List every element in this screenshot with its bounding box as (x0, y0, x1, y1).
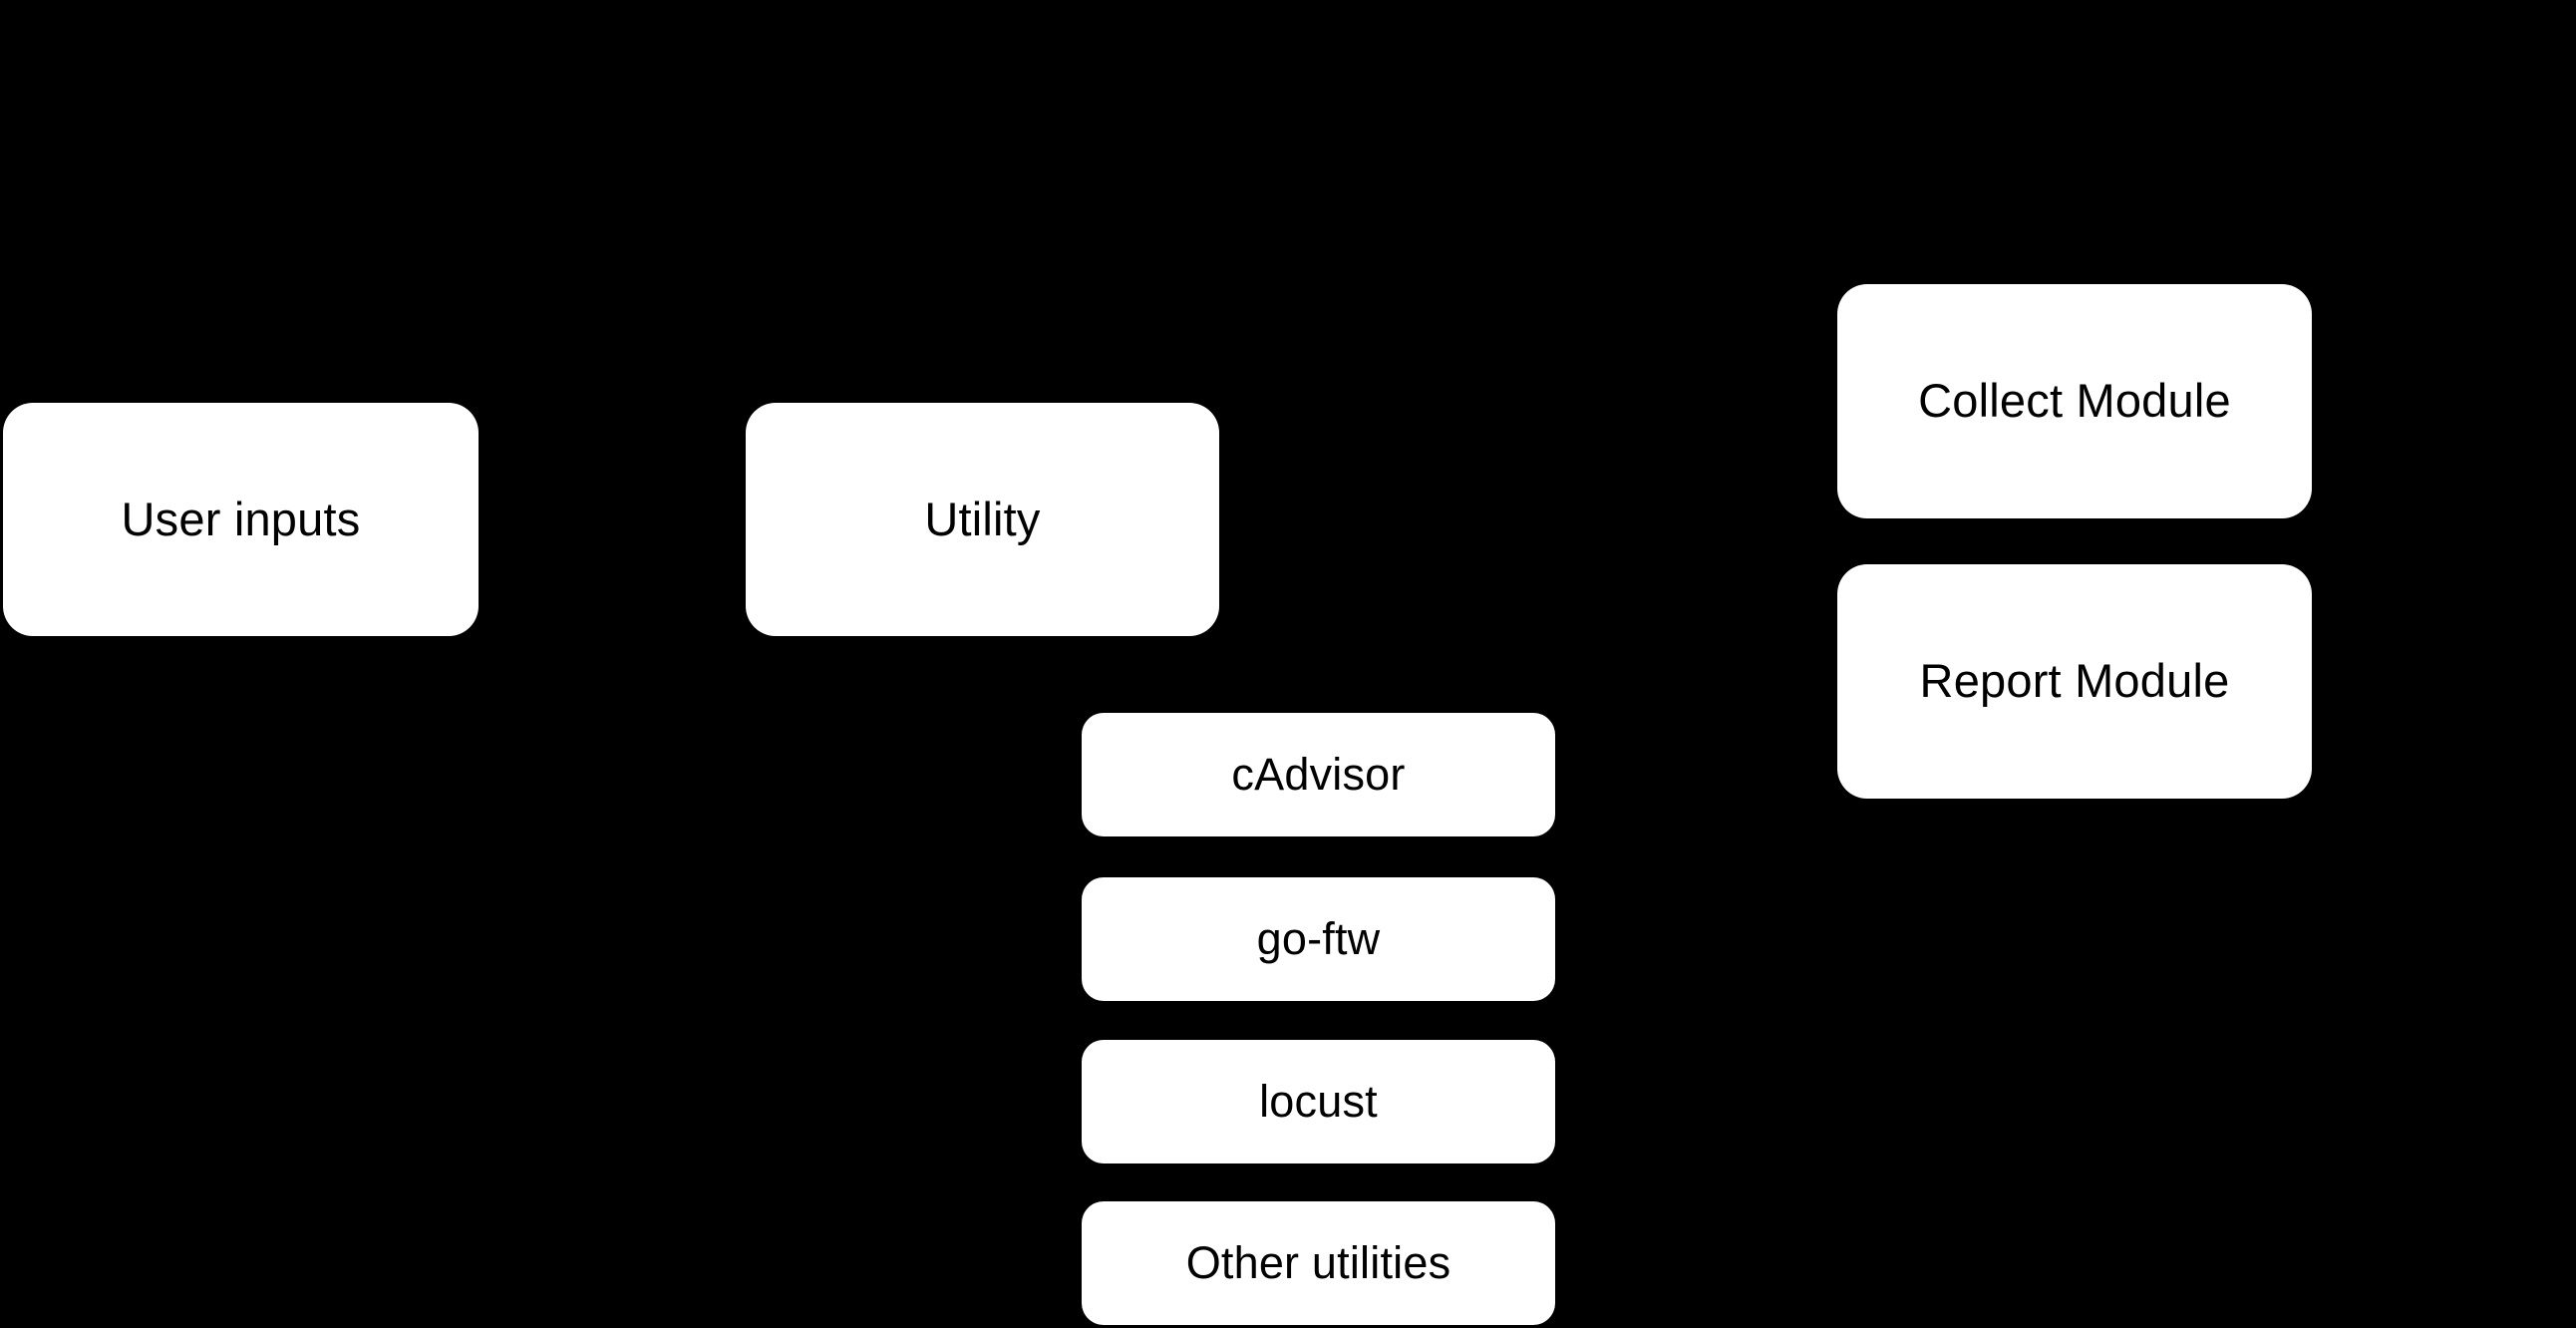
node-locust[interactable]: locust (1082, 1040, 1555, 1163)
node-cadvisor-label: cAdvisor (1231, 749, 1406, 801)
node-collect-module[interactable]: Collect Module (1837, 284, 2312, 518)
node-user-inputs-label: User inputs (121, 492, 361, 545)
node-go-ftw[interactable]: go-ftw (1082, 877, 1555, 1001)
node-report-module-label: Report Module (1919, 654, 2230, 708)
node-locust-label: locust (1259, 1076, 1378, 1128)
node-go-ftw-label: go-ftw (1256, 913, 1381, 965)
node-report-module[interactable]: Report Module (1837, 564, 2312, 799)
node-utility-label: Utility (924, 492, 1041, 545)
node-utility[interactable]: Utility (746, 403, 1219, 636)
node-other-utilities[interactable]: Other utilities (1082, 1201, 1555, 1325)
node-user-inputs[interactable]: User inputs (3, 403, 479, 636)
node-cadvisor[interactable]: cAdvisor (1082, 713, 1555, 836)
node-other-utilities-label: Other utilities (1185, 1237, 1451, 1289)
node-collect-module-label: Collect Module (1918, 374, 2231, 428)
